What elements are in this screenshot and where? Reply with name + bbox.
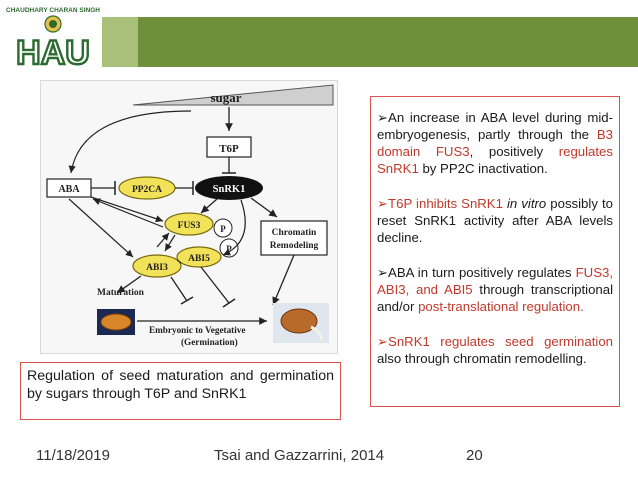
header-green-bar	[100, 17, 638, 67]
node-abi3: ABI3	[146, 263, 168, 273]
arrow-fus3-aba	[92, 198, 164, 228]
node-maturation: Maturation	[97, 288, 145, 298]
arrow-snrk1-fus3	[200, 198, 218, 214]
point-3: ➢ABA in turn positively regulates FUS3, …	[377, 265, 613, 314]
point-1: ➢An increase in ABA level during mid-emb…	[377, 110, 613, 176]
logo-text-top: CHAUDHARY CHARAN SINGH	[6, 7, 100, 14]
key-points-box: ➢An increase in ABA level during mid-emb…	[370, 96, 620, 407]
node-sugar: sugar	[210, 90, 241, 105]
emblem-center-icon	[49, 20, 57, 28]
germinating-seed-icon	[280, 308, 318, 334]
node-abi5-ellipse	[176, 246, 222, 268]
header-bar: CHAUDHARY CHARAN SINGH HAU	[0, 0, 638, 70]
node-p1-circle	[213, 218, 233, 238]
inhibit-abi3-germination	[170, 276, 188, 302]
signaling-diagram: sugar T6P ABA PP2CA SnRK1 Chromatin Remo…	[40, 80, 338, 354]
arrow-snrk1-abi5	[222, 199, 246, 256]
node-aba: ABA	[58, 184, 80, 195]
inhibit-abi5-germination	[200, 266, 230, 304]
node-abi5: ABI5	[188, 254, 210, 264]
node-snrk1-ellipse	[195, 176, 263, 200]
arrow-fus3-abi3	[164, 234, 176, 252]
arrow-abi3-maturation	[116, 275, 142, 294]
node-abi3-ellipse	[132, 254, 182, 278]
footer-citation: Tsai and Gazzarrini, 2014	[214, 447, 385, 464]
node-pp2ca: PP2CA	[132, 185, 162, 195]
radicle-icon	[310, 325, 323, 342]
figure-caption: Regulation of seed maturation and germin…	[27, 368, 334, 402]
footer-date: 11/18/2019	[36, 447, 110, 464]
header-light-green-bar	[100, 17, 138, 67]
node-snrk1: SnRK1	[213, 184, 246, 195]
arrow-sugar-aba	[68, 110, 192, 174]
node-t6p: T6P	[219, 143, 239, 155]
node-fus3: FUS3	[178, 221, 201, 231]
university-logo: CHAUDHARY CHARAN SINGH HAU	[4, 2, 102, 70]
signaling-diagram-svg: sugar T6P ABA PP2CA SnRK1 Chromatin Remo…	[46, 84, 334, 347]
footer-page-number: 20	[466, 447, 483, 464]
figure-caption-box: Regulation of seed maturation and germin…	[20, 362, 341, 420]
node-germination: Embryonic to Vegetative	[149, 325, 245, 335]
arrow-abi3-fus3	[156, 232, 170, 248]
point-2: ➢T6P inhibits SnRK1 in vitro possibly to…	[377, 196, 613, 245]
arrow-chromatin-germination	[272, 254, 295, 306]
node-chromatin-line2: Remodeling	[270, 241, 319, 251]
seed-icon	[100, 313, 132, 331]
node-chromatin-line1: Chromatin	[272, 228, 317, 238]
sugar-gradient-wedge	[132, 84, 334, 106]
arrow-aba-fus3	[90, 196, 164, 223]
arrow-snrk1-chromatin	[250, 197, 278, 218]
node-fus3-ellipse	[164, 212, 214, 236]
logo-letters: HAU	[16, 34, 90, 70]
arrow-aba-abi3	[68, 198, 134, 258]
node-p1: P	[220, 224, 226, 234]
node-germination-sub: (Germination)	[181, 337, 238, 347]
point-4: ➢SnRK1 regulates seed germination also t…	[377, 334, 613, 366]
